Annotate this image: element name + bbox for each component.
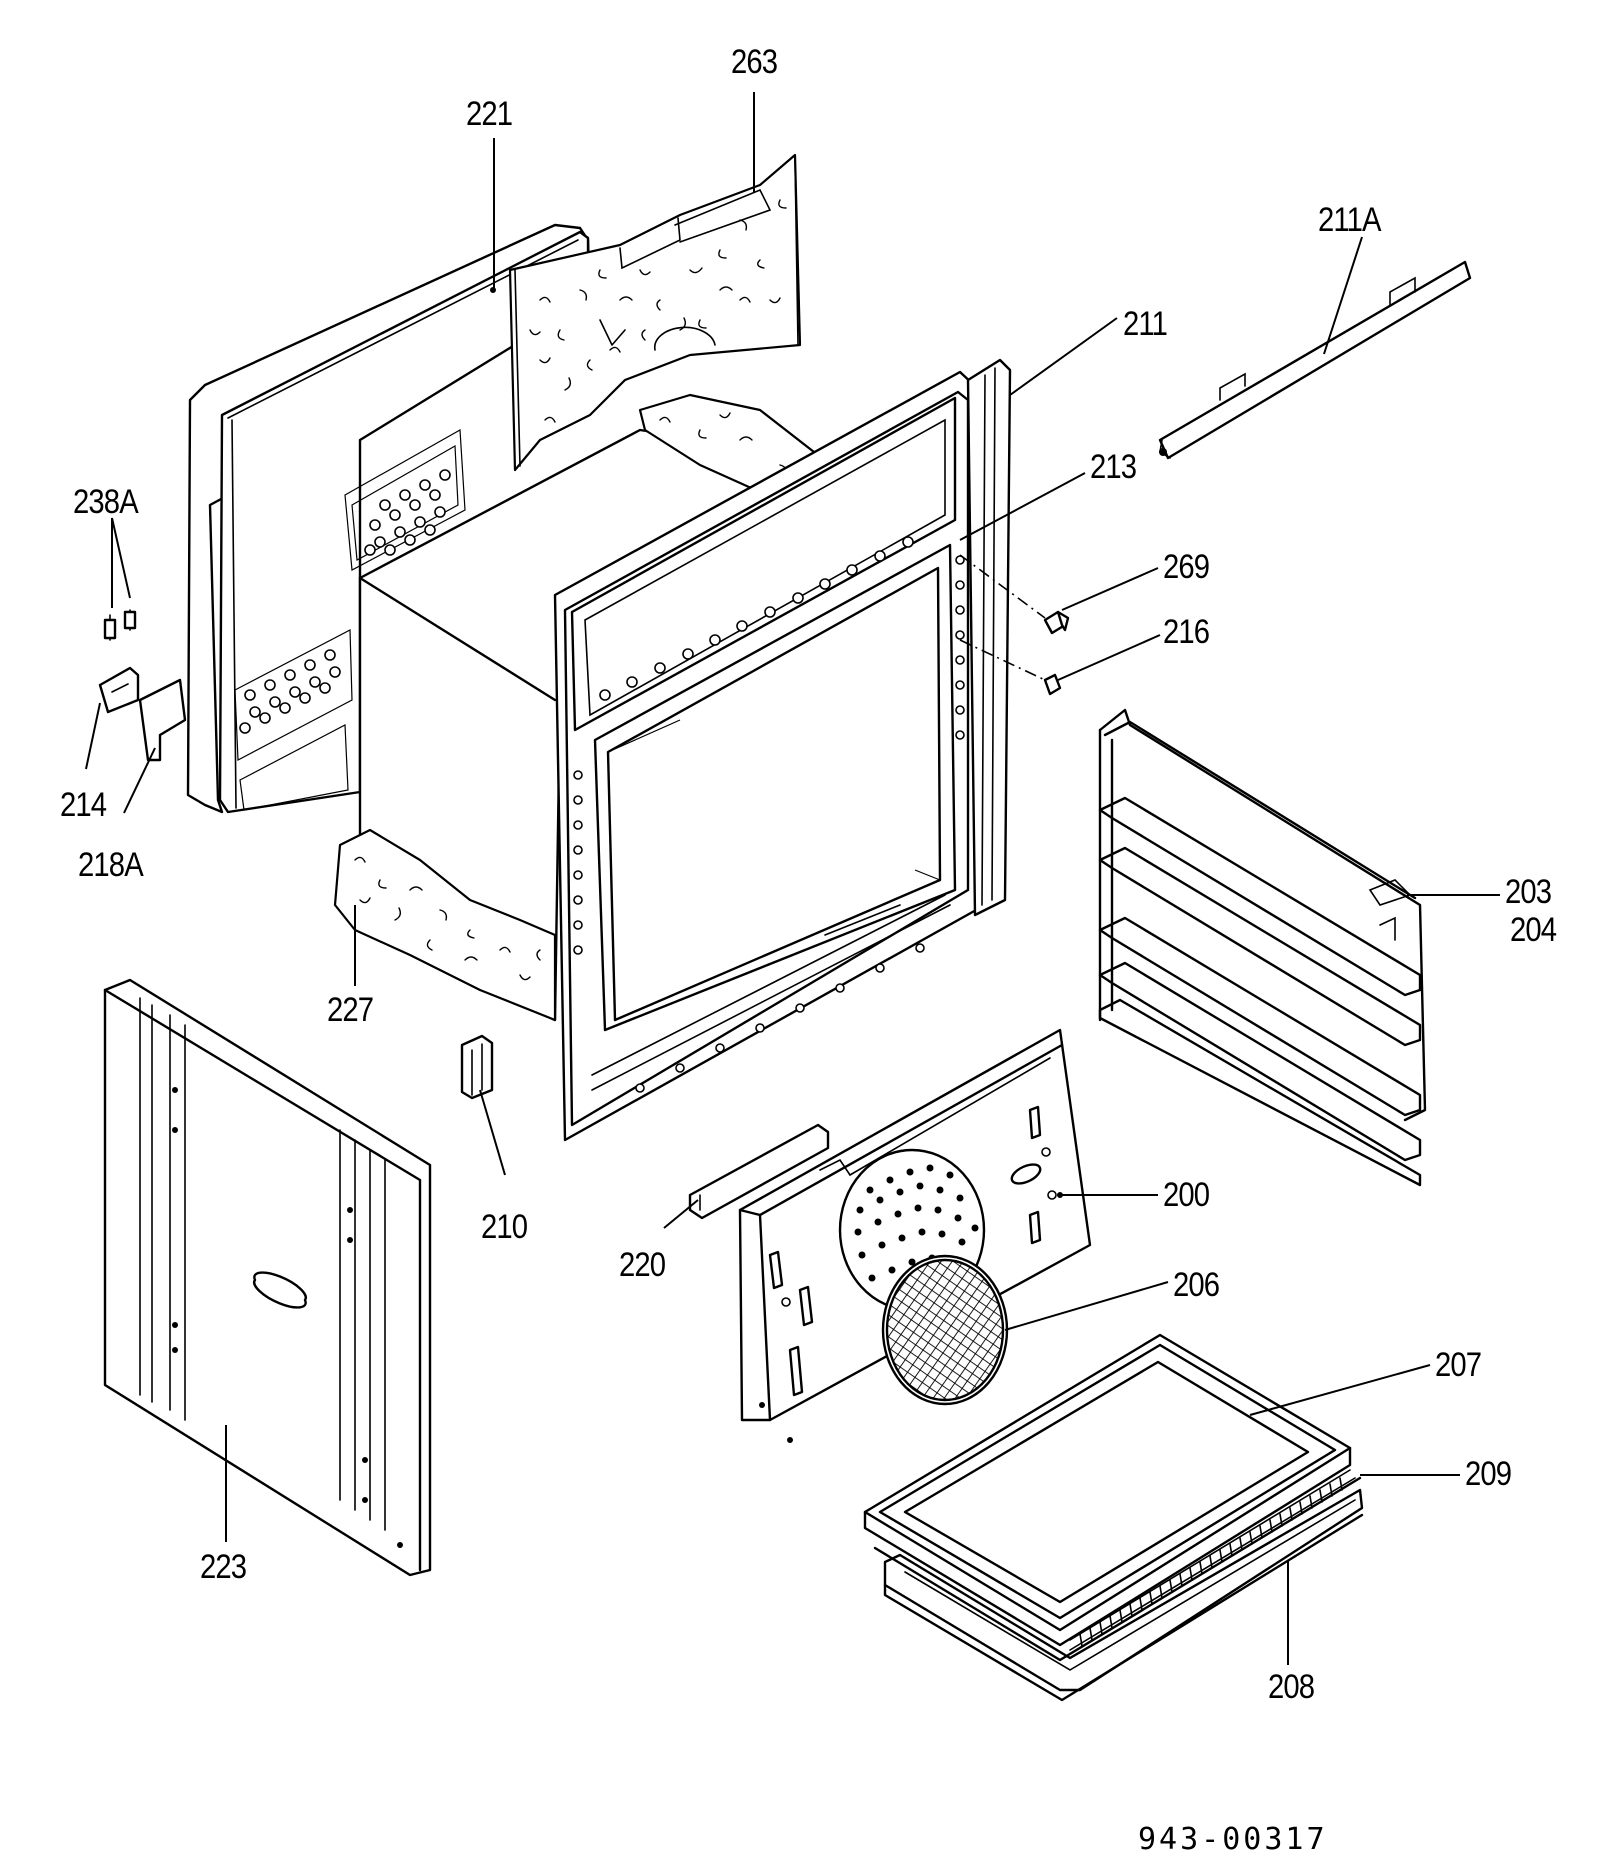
part-214-hinge xyxy=(98,666,140,714)
part-221-upper-vent-holes xyxy=(364,469,451,556)
part-211-front-frame xyxy=(553,358,1012,1142)
callout-210: 210 xyxy=(481,1208,528,1246)
part-269-fastener xyxy=(1043,610,1070,635)
part-209-wire-rack xyxy=(873,1469,1362,1662)
callout-211: 211 xyxy=(1123,305,1168,343)
part-208-deep-tray xyxy=(883,1488,1364,1702)
leader-lines xyxy=(85,92,1500,1665)
part-206-mesh-filter xyxy=(881,1254,1009,1406)
callout-206: 206 xyxy=(1173,1266,1220,1304)
callout-213: 213 xyxy=(1090,448,1137,486)
callout-221: 221 xyxy=(466,95,513,133)
part-218A-bracket xyxy=(138,678,187,762)
part-203-204-shelf-runners xyxy=(1098,708,1427,1187)
callout-227: 227 xyxy=(327,991,374,1029)
callout-200: 200 xyxy=(1163,1176,1210,1214)
part-207-baking-tray xyxy=(863,1333,1352,1647)
callout-220: 220 xyxy=(619,1246,666,1284)
callout-263: 263 xyxy=(731,43,778,81)
callout-216: 216 xyxy=(1163,613,1210,651)
callout-209: 209 xyxy=(1465,1455,1512,1493)
callout-269: 269 xyxy=(1163,548,1210,586)
part-200-fan-guard-holes xyxy=(854,1164,979,1282)
callout-218A: 218A xyxy=(78,846,144,884)
part-221-lower-vent-holes xyxy=(239,649,341,734)
callout-223: 223 xyxy=(200,1548,247,1586)
callout-214: 214 xyxy=(60,786,107,824)
part-216-fastener xyxy=(1043,673,1062,696)
part-223-side-panel xyxy=(103,978,432,1577)
part-238A-screws xyxy=(103,609,137,641)
callout-208: 208 xyxy=(1268,1668,1315,1706)
part-221-outer-shell xyxy=(186,223,592,814)
drawing-code: 943-00317 xyxy=(1138,1822,1328,1857)
part-211-front-holes xyxy=(573,536,965,1093)
callout-204: 204 xyxy=(1510,911,1557,949)
part-227-bottom-insulation xyxy=(333,828,557,1022)
callout-207: 207 xyxy=(1435,1346,1482,1384)
callout-203: 203 xyxy=(1505,873,1552,911)
part-220-bracket xyxy=(688,1123,830,1220)
callout-238A: 238A xyxy=(73,483,139,521)
part-263-top-insulation xyxy=(508,153,802,472)
part-211A-top-rail xyxy=(1158,260,1472,460)
callout-211A: 211A xyxy=(1318,201,1382,239)
part-210-clip xyxy=(460,1034,494,1100)
